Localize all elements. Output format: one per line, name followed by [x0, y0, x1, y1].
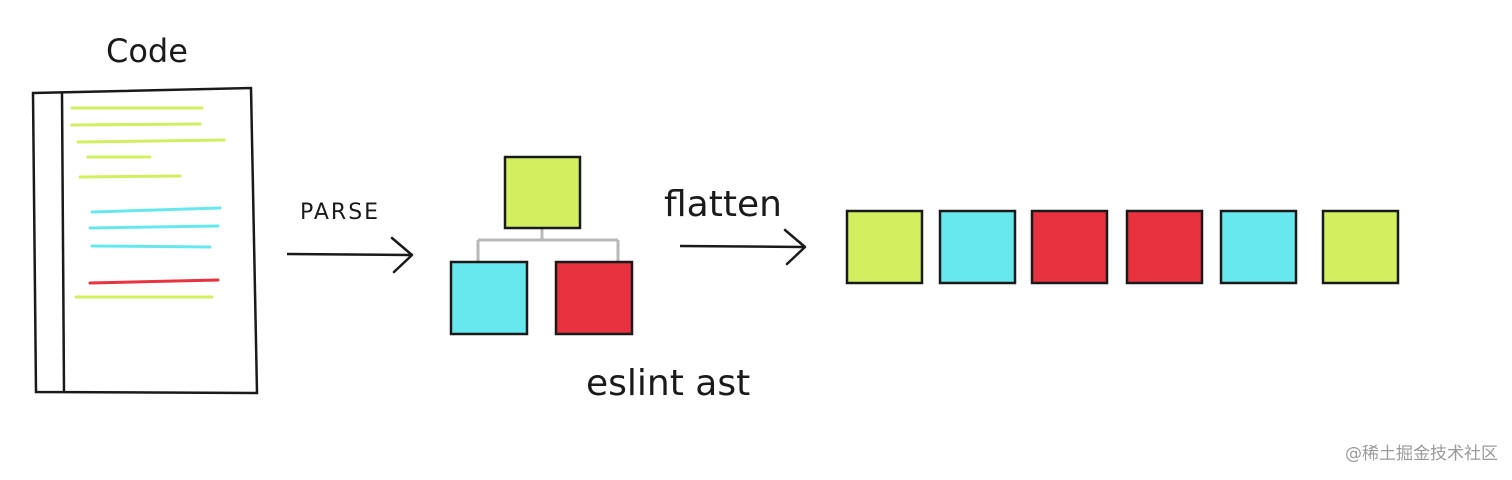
- code-line-cyan: [90, 244, 212, 249]
- document-margin-line: [60, 92, 66, 393]
- flattened-node-cyan: [938, 209, 1017, 285]
- code-line-cyan: [90, 206, 222, 214]
- code-line-green: [78, 174, 182, 179]
- flattened-node-red: [1030, 209, 1109, 285]
- watermark: @稀土掘金技术社区: [1345, 444, 1498, 464]
- code-document: [31, 86, 259, 395]
- flattened-node-row: [845, 209, 1400, 285]
- document-outline: [31, 86, 259, 395]
- code-lines: [70, 106, 226, 299]
- code-line-red: [88, 278, 220, 285]
- code-line-green: [70, 122, 202, 127]
- parse-label: PARSE: [300, 200, 380, 225]
- code-label: Code: [106, 32, 188, 70]
- flatten-arrow: [679, 228, 807, 266]
- code-line-green: [76, 138, 226, 144]
- flatten-label: flatten: [664, 184, 782, 225]
- flattened-node-green: [845, 209, 924, 285]
- ast-label: eslint ast: [586, 363, 750, 404]
- ast-root-node: [503, 155, 582, 230]
- tree-connector: [476, 228, 620, 262]
- ast-child-node: [449, 260, 529, 336]
- parse-arrow: [286, 236, 414, 274]
- flattened-node-cyan: [1219, 209, 1298, 285]
- code-line-cyan: [88, 224, 220, 230]
- ast-tree: [449, 155, 634, 336]
- flattened-node-red: [1125, 209, 1204, 285]
- flattened-node-green: [1321, 209, 1400, 285]
- ast-child-node: [554, 260, 634, 336]
